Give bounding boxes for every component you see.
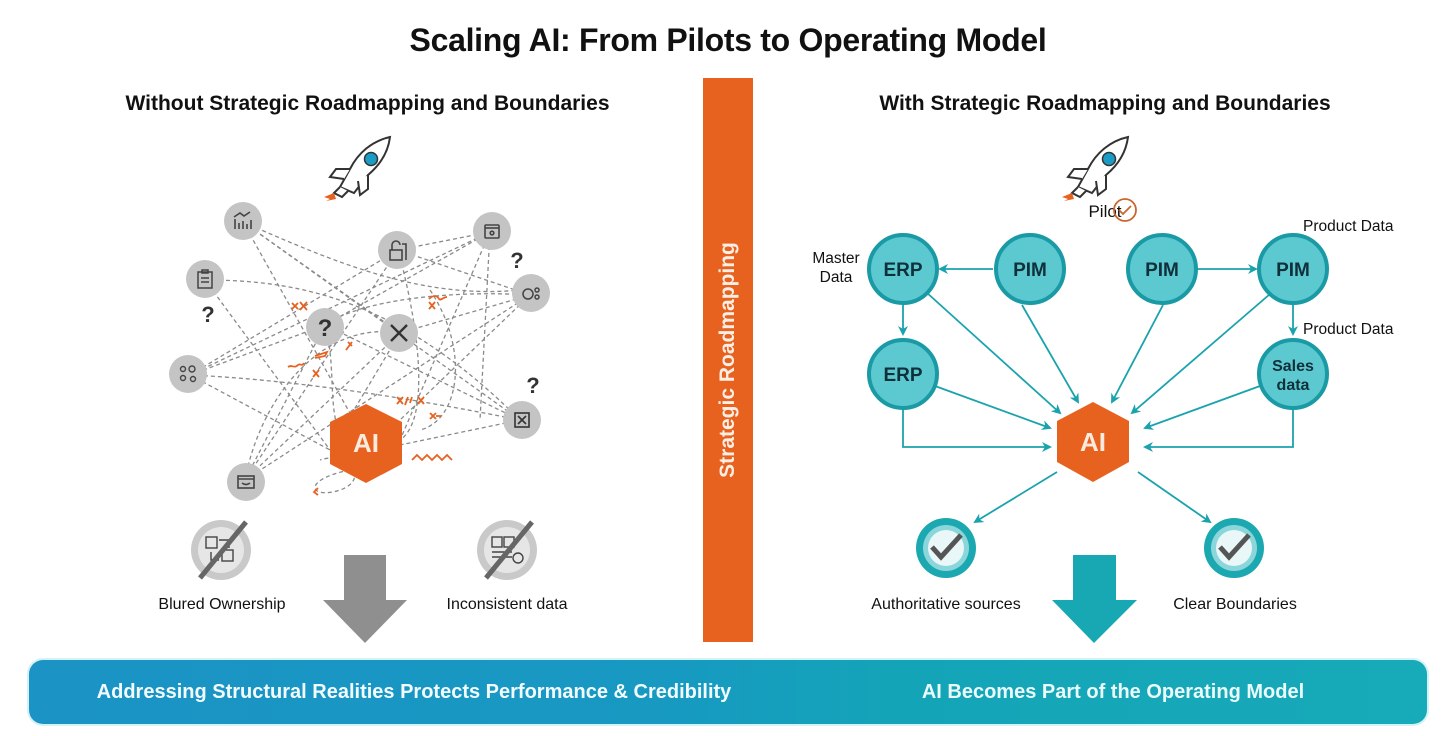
down-arrow-teal (1052, 555, 1137, 643)
node-lock (378, 231, 416, 269)
question-mark: ? (510, 248, 523, 273)
master-data-label: Data (820, 269, 853, 286)
conclusion-banner: Addressing Structural Realities Protects… (29, 660, 1427, 724)
left-chaos-diagram: ? ? ? ? AI (169, 135, 550, 643)
svg-text:ERP: ERP (883, 365, 922, 386)
problem-label-ownership: Blured Ownership (158, 596, 286, 613)
pilot-label: Pilot (1088, 202, 1121, 221)
node-erp-master: ERP (867, 233, 939, 305)
node-bar-chart (224, 202, 262, 240)
node-wallet (473, 212, 511, 250)
chaos-scribbles (287, 295, 453, 496)
close-icon (390, 324, 408, 342)
node-question: ? (306, 308, 344, 346)
clipboard-icon (197, 269, 213, 289)
node-close (380, 314, 418, 352)
ai-hub-label: AI (353, 428, 379, 458)
lock-icon (389, 240, 407, 261)
svg-text:data: data (1277, 377, 1310, 394)
inbox-icon (237, 475, 255, 489)
outcome-label-authoritative: Authoritative sources (871, 596, 1021, 613)
question-mark: ? (201, 302, 214, 327)
node-clipboard (186, 260, 224, 298)
svg-text:PIM: PIM (1276, 260, 1310, 281)
wallet-icon (484, 224, 500, 239)
ownership-blocked-icon (191, 520, 251, 580)
node-sales-data: Sales data (1257, 338, 1329, 410)
node-error-box (503, 401, 541, 439)
banner-right-text: AI Becomes Part of the Operating Model (921, 681, 1305, 703)
check-icon (916, 518, 976, 578)
gears-icon (179, 365, 197, 383)
node-pim-right: PIM (1257, 233, 1329, 305)
svg-text:PIM: PIM (1013, 260, 1047, 281)
bar-chart-icon (233, 211, 252, 229)
outcome-label-boundaries: Clear Boundaries (1173, 596, 1297, 613)
svg-text:ERP: ERP (883, 260, 922, 281)
node-pim-mid: PIM (1126, 233, 1198, 305)
question-mark: ? (526, 373, 539, 398)
data-blocked-icon (477, 520, 537, 580)
master-data-label: Master (812, 250, 859, 267)
strategic-roadmapping-label: Strategic Roadmapping (716, 242, 739, 478)
pilot-check-icon (1113, 198, 1137, 222)
left-panel-heading: Without Strategic Roadmapping and Bounda… (125, 92, 610, 115)
product-data-label: Product Data (1303, 321, 1394, 338)
rocket-icon (1062, 135, 1130, 201)
node-pim-left: PIM (994, 233, 1066, 305)
question-icon: ? (318, 315, 333, 342)
check-icon (1204, 518, 1264, 578)
node-settings (512, 274, 550, 312)
right-panel-heading: With Strategic Roadmapping and Boundarie… (879, 92, 1331, 115)
flow-arrows (898, 264, 1298, 524)
node-gears (169, 355, 207, 393)
product-data-label: Product Data (1303, 218, 1394, 235)
node-erp-bottom: ERP (867, 338, 939, 410)
error-box-icon (514, 412, 530, 428)
ai-hub-label: AI (1080, 427, 1106, 457)
ai-hub-right: AI (1057, 402, 1129, 482)
svg-text:PIM: PIM (1145, 260, 1179, 281)
right-structured-diagram: Pilot ERP PIM PIM PIM ERP (812, 135, 1394, 643)
strategic-roadmapping-bar: Strategic Roadmapping (703, 78, 753, 642)
banner-left-text: Addressing Structural Realities Protects… (96, 681, 732, 703)
settings-icon (522, 287, 540, 300)
problem-label-data: Inconsistent data (446, 596, 568, 613)
down-arrow-gray (323, 555, 407, 643)
ai-hub-left: AI (330, 404, 402, 483)
page-title: Scaling AI: From Pilots to Operating Mod… (409, 22, 1047, 58)
node-inbox (227, 463, 265, 501)
rocket-icon (324, 135, 392, 201)
svg-text:Sales: Sales (1272, 358, 1314, 375)
